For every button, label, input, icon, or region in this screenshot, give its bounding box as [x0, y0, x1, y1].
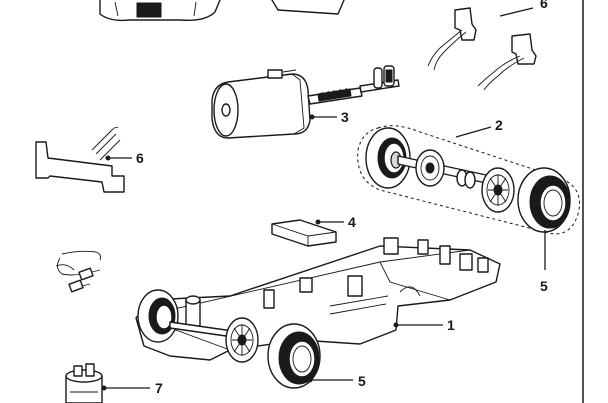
wire-clip-pair-top: [427, 7, 537, 91]
dashed-group-outline: [357, 125, 580, 235]
callout-1: 1: [447, 317, 455, 333]
wire-bracket-left: [35, 126, 125, 193]
callout-3: 3: [341, 109, 349, 125]
chassis-assembly: [135, 237, 501, 389]
callout-5-right: 5: [540, 278, 548, 294]
top-plate-partial: [271, 0, 345, 15]
wire-harness-small: [55, 250, 101, 293]
callout-2: 2: [495, 117, 503, 133]
callout-7: 7: [155, 380, 163, 396]
top-left-partial-part: [99, 0, 221, 22]
cylinder-component: [65, 363, 103, 403]
callout-4: 4: [348, 214, 356, 230]
callout-5-bottom: 5: [358, 373, 366, 389]
callout-6-left: 6: [136, 150, 144, 166]
axle-assembly-group: [357, 125, 580, 235]
motor-assembly: [211, 65, 400, 139]
battery-plate: [271, 219, 337, 247]
callout-6-top: 6: [540, 0, 548, 11]
